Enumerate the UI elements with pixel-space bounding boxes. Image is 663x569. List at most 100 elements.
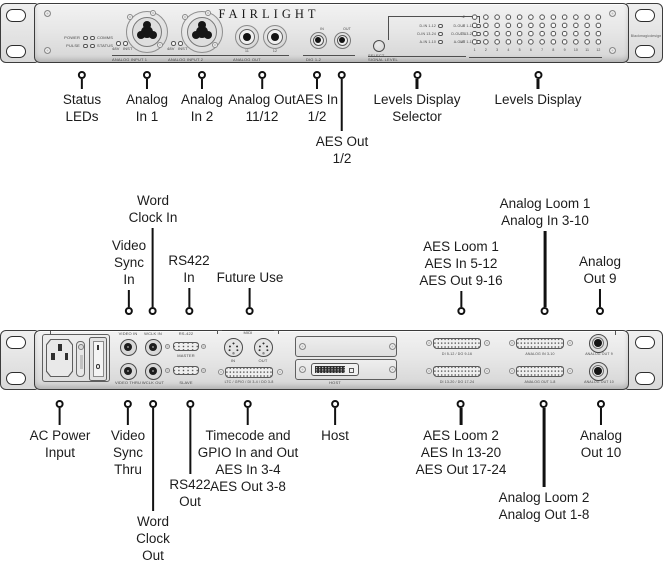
callout-label: Video Sync Thru: [110, 428, 146, 477]
rack-hole: [6, 335, 26, 349]
xlr-pin: [137, 31, 145, 39]
analog-loom-2-connector: [516, 365, 564, 377]
rs422-slave-label: SLAVE: [179, 380, 193, 385]
callout-line: [246, 408, 250, 425]
db25-label: ANALOG IN 3-10: [525, 351, 555, 356]
panel-tick: [615, 331, 616, 335]
bracket-line: [388, 16, 480, 17]
rule: [368, 55, 466, 57]
bracket-line: [388, 16, 389, 40]
switch-off-mark: [95, 364, 101, 369]
callout-levels-display: Levels Display: [494, 71, 582, 108]
selector-row-label: D-OUT 1-12: [453, 24, 474, 28]
xlr-pin: [198, 21, 206, 29]
callout-dot: [197, 71, 206, 79]
screw-icon: [299, 366, 306, 373]
db25-label: DI 13-20 / DO 17-24: [439, 379, 475, 384]
callout-line: [260, 79, 264, 89]
rule: [231, 55, 289, 56]
callout-label: Levels Display: [494, 92, 582, 107]
meter-col: 2: [484, 47, 487, 52]
input2-led-labels: 48V INST: [167, 46, 188, 51]
meter-column-numbers: 1 2 3 4 5 6 7 8 9 10 11 12: [469, 48, 604, 53]
callout-dot: [533, 71, 542, 79]
rack-hole: [635, 8, 655, 22]
rule: [303, 55, 355, 56]
jack-hole: [315, 37, 321, 43]
callout-label: RS422 In: [168, 253, 210, 285]
callout-dot: [596, 400, 605, 408]
callout-dot: [56, 400, 64, 408]
meter-col: 4: [507, 47, 510, 52]
jack-hole: [243, 33, 251, 41]
callout-line: [599, 408, 603, 425]
callout-analog-in-2: Analog In 2: [181, 71, 223, 125]
midi-out-connector: [253, 337, 273, 357]
meter-col: 3: [496, 47, 499, 52]
phantom-led: [116, 41, 121, 46]
callout-line: [58, 408, 62, 425]
callout-dot: [540, 307, 549, 315]
rack-hole: [635, 45, 655, 58]
callout-label: Word Clock Out: [136, 514, 170, 563]
dig-in-label: IN: [320, 26, 324, 31]
meter-row-label: -15: [459, 31, 465, 36]
callout-dot: [456, 307, 465, 315]
callout-dot: [246, 307, 254, 315]
callout-dot: [123, 400, 132, 408]
callout-status-leds: Status LEDs: [63, 71, 101, 125]
analog-loom-1-connector: [516, 337, 564, 349]
callout-analog-loom-2: Analog Loom 2 Analog Out 1-8: [499, 400, 589, 523]
callout-line: [543, 231, 547, 307]
callout-label: Host: [321, 428, 349, 443]
input1-led-labels: 48V INST: [112, 46, 133, 51]
screw-icon: [217, 369, 224, 375]
screw-icon: [299, 343, 306, 350]
meter-col: 10: [573, 47, 578, 52]
phantom-led: [171, 41, 176, 46]
host-connector-pins: [315, 366, 345, 373]
screw-icon: [609, 47, 616, 54]
status-led: [90, 43, 95, 48]
callout-line: [542, 408, 546, 487]
rs422-master-connector: [173, 341, 199, 351]
selector-row-label: D-OUT 13-24: [451, 32, 474, 36]
selector-led: [438, 39, 443, 44]
callout-label: Future Use: [216, 270, 284, 285]
bnc-center: [149, 367, 157, 375]
callout-aes-out-1-2: AES Out 1/2: [316, 71, 368, 167]
callout-dot: [148, 400, 157, 408]
callout-line: [80, 79, 84, 89]
comms-led-label: COMMS: [97, 35, 114, 40]
screw-icon: [165, 343, 170, 349]
screw-icon: [425, 368, 432, 374]
aes-loom-2-connector: [433, 365, 481, 377]
callout-line: [340, 79, 344, 131]
callout-label: RS422 Out: [169, 477, 211, 509]
callout-line: [315, 79, 319, 89]
callout-dot: [412, 71, 421, 79]
callout-word-clock-out: Word Clock Out: [136, 400, 170, 564]
xlr-pin: [149, 31, 157, 39]
midi-bracket: [274, 329, 279, 334]
analog-input-2-label: ANALOG INPUT 2: [168, 56, 204, 62]
ltc-gpio-label: LTC / GPIO / DI 3-4 / DO 3-8: [224, 380, 274, 384]
jack-hole: [339, 37, 345, 43]
callout-analog-out-9: Analog Out 9: [579, 253, 621, 315]
callout-label: AES In 1/2: [295, 92, 339, 124]
power-rocker: [92, 341, 104, 377]
fuse-cap: [77, 343, 84, 350]
screw-icon: [389, 366, 396, 373]
midi-bracket: [217, 329, 222, 334]
screw-icon: [566, 368, 573, 374]
analog-out-10-label: ANALOG OUT 10: [584, 379, 614, 384]
xlr-pin: [143, 21, 151, 29]
meter-col: 9: [563, 47, 566, 52]
callout-rs422-out: RS422 Out: [169, 400, 211, 510]
selector-led: [438, 23, 443, 28]
screw-icon: [389, 343, 396, 350]
inst-led: [178, 41, 183, 46]
screw-icon: [44, 47, 51, 54]
callout-video-sync-thru: Video Sync Thru: [111, 400, 145, 478]
callout-word-clock-in: Word Clock In: [129, 192, 177, 315]
